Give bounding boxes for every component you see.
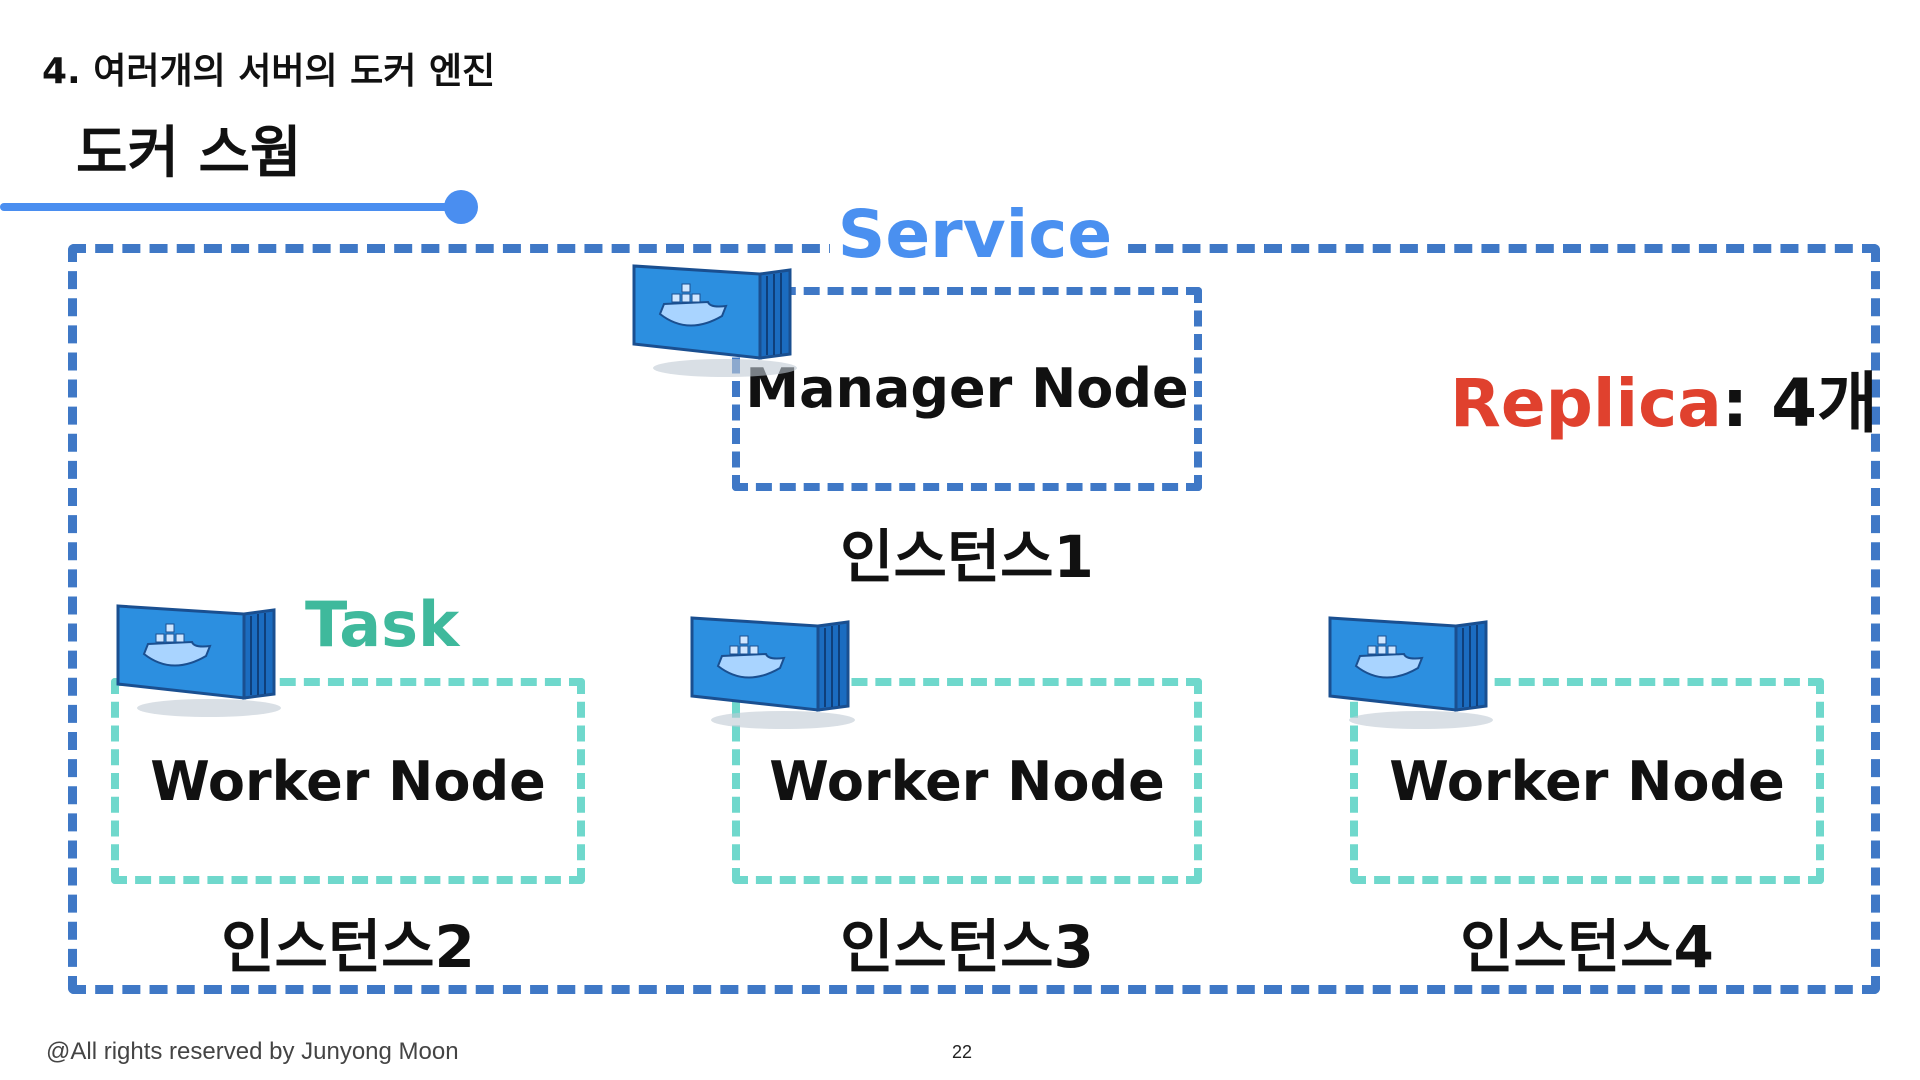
docker-container-icon [632,264,797,377]
slide-subtitle: 4. 여러개의 서버의 도커 엔진 [42,51,496,92]
instance-label-3: 인스턴스3 [840,913,1094,981]
instance-label-2: 인스턴스2 [221,913,475,981]
worker-node-label: Worker Node [1389,750,1785,813]
worker-node-label: Worker Node [769,750,1165,813]
task-label: Task [305,588,460,661]
title-underline-dot [444,190,478,224]
worker-node-box-2: Worker Node [732,678,1202,884]
instance-label-4: 인스턴스4 [1460,913,1714,981]
worker-node-box-3: Worker Node [1350,678,1824,884]
docker-container-icon [690,616,855,729]
replica-count: Replica: 4개 [1450,350,1878,446]
manager-node-box: Manager Node [732,287,1202,491]
replica-value: : 4개 [1721,365,1878,442]
docker-container-icon [1328,616,1493,729]
service-label: Service [830,195,1120,275]
title-underline [0,203,462,211]
manager-node-label: Manager Node [745,357,1189,420]
replica-label: Replica [1450,365,1722,442]
slide-title: 도커 스웜 [76,121,302,186]
page-number: 22 [952,1042,973,1062]
worker-node-box-1: Worker Node [111,678,585,884]
footer-copyright: @All rights reserved by Junyong Moon [46,1038,459,1065]
instance-label-1: 인스턴스1 [840,523,1094,591]
worker-node-label: Worker Node [150,750,546,813]
docker-container-icon [116,604,281,717]
